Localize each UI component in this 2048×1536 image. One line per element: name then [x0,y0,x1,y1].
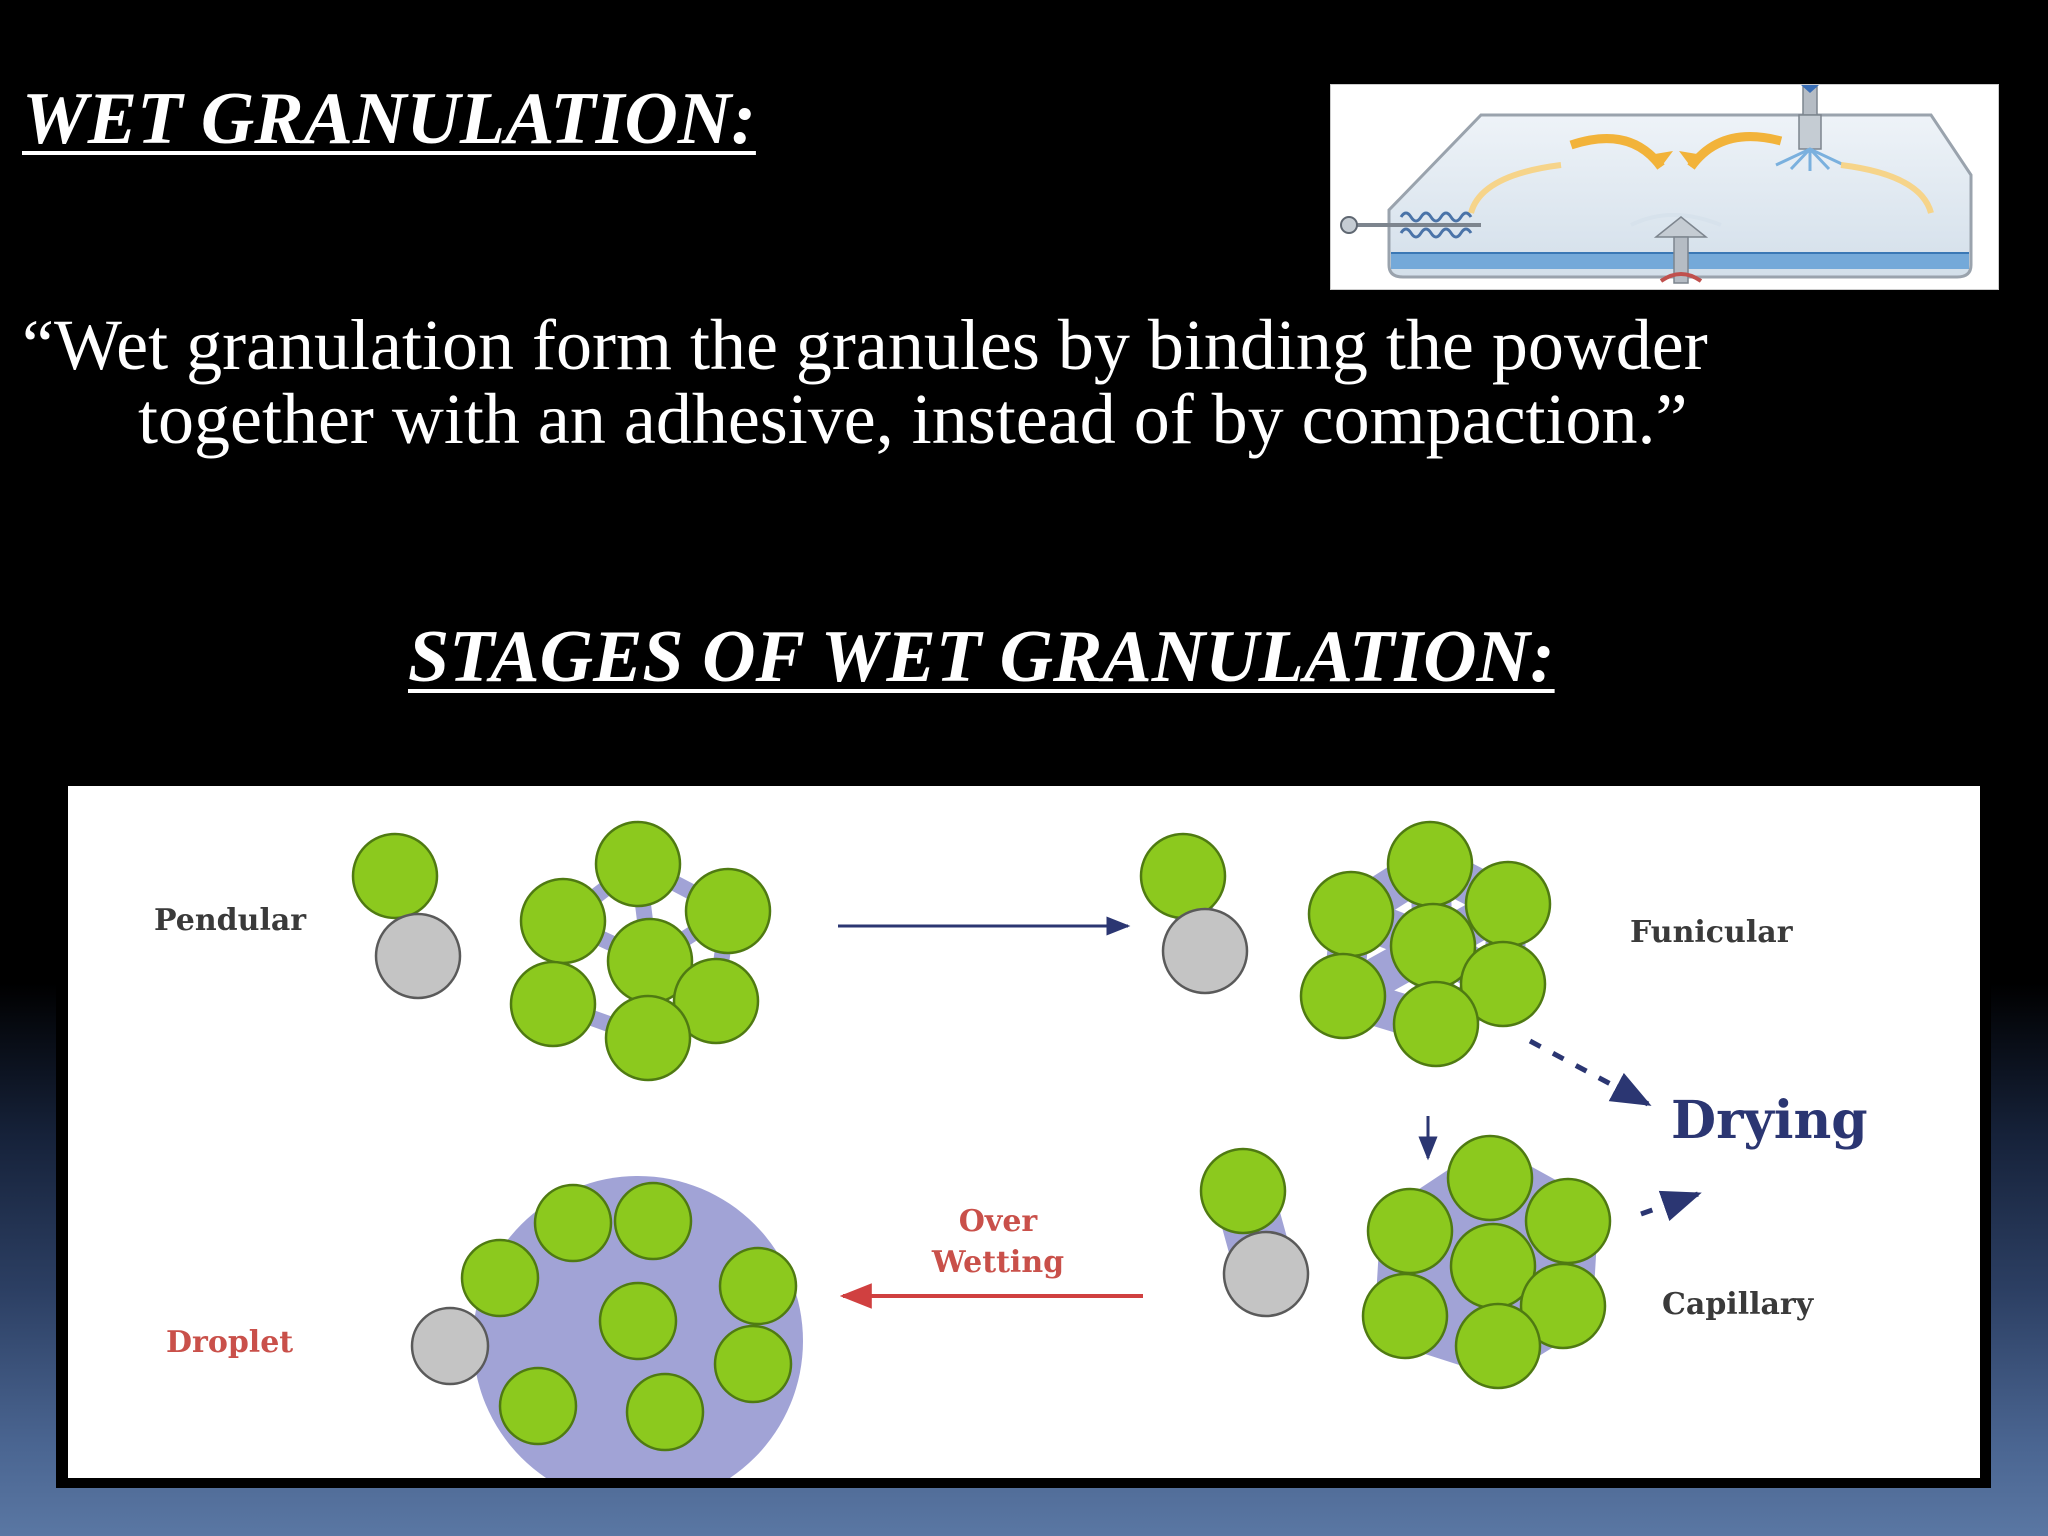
funicular-particle [1392,980,1480,1068]
granulator-image [1330,84,1999,290]
droplet-particle [718,1246,798,1326]
pendular-particle [519,877,607,965]
droplet-particle [533,1183,613,1263]
funicular-particle [1386,820,1474,908]
definition-text: “Wet granulation form the granules by bi… [22,308,1942,456]
capillary-particle [1519,1262,1607,1350]
funicular-particle [1307,870,1395,958]
pendular-cluster [351,820,772,1082]
funicular-label: Funicular [1630,915,1794,950]
pendular-particle [509,960,597,1048]
definition-line-2: together with an adhesive, instead of by… [138,379,1688,459]
droplet-particle [598,1281,678,1361]
funicular-particle [1299,952,1387,1040]
stages-title: STAGES OF WET GRANULATION: [408,616,1555,698]
definition-line-1: “Wet granulation form the granules by bi… [22,305,1708,385]
capillary-particle [1446,1134,1534,1222]
pendular-particle [351,832,439,920]
capillary-label: Capillary [1662,1287,1815,1322]
wet-granulation-stages-diagram: Pendular Funicular Drying Capillary Over… [68,786,1980,1478]
capillary-particle [1366,1187,1454,1275]
pendular-particle [604,994,692,1082]
funicular-particle [1139,832,1227,920]
capillary-particle [1361,1272,1449,1360]
capillary-particle [1524,1177,1612,1265]
funicular-grey-particle [1161,907,1249,995]
funicular-particle [1459,940,1547,1028]
droplet-cluster [410,1181,798,1452]
droplet-particle [498,1366,578,1446]
funicular-cluster [1139,820,1552,1068]
pendular-particle [672,957,760,1045]
droplet-label: Droplet [166,1325,293,1360]
capillary-particle [1454,1302,1542,1390]
stages-diagram-frame: Pendular Funicular Drying Capillary Over… [56,778,1991,1488]
drying-arrow-in [1528,1038,1652,1107]
droplet-particle [613,1181,693,1261]
droplet-grey-particle [410,1306,490,1386]
droplet-particle [625,1372,705,1452]
droplet-particle [460,1238,540,1318]
capillary-grey-particle [1222,1230,1310,1318]
capillary-cluster [1199,1134,1612,1390]
slide-title: WET GRANULATION: [22,78,756,160]
pendular-label: Pendular [154,903,307,938]
drying-label: Drying [1671,1090,1868,1151]
pendular-particle [594,820,682,908]
capillary-particle [1199,1147,1287,1235]
pendular-particle [684,867,772,955]
drying-arrow-out [1640,1190,1702,1222]
over-label: Over [959,1204,1039,1239]
pendular-grey-particle [374,912,462,1000]
funicular-particle [1464,860,1552,948]
fluid-bed-granulator-icon [1340,85,1973,284]
wetting-label: Wetting [931,1245,1064,1280]
droplet-particle [713,1324,793,1404]
